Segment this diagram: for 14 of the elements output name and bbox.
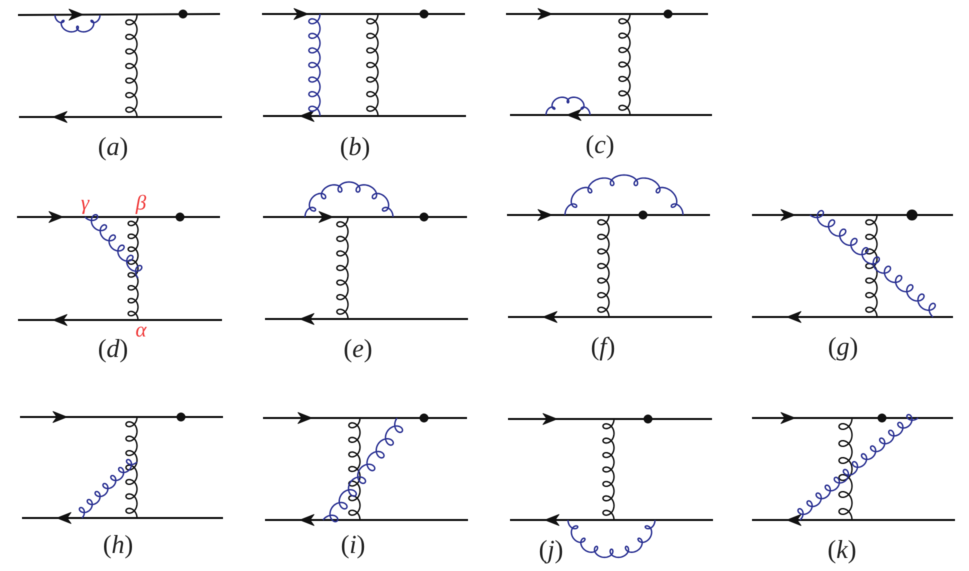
subfigure-label: (b) bbox=[340, 134, 370, 160]
subfigure-label: (d) bbox=[98, 336, 128, 362]
vertex-label: γ bbox=[80, 192, 90, 214]
subfigure-label: (a) bbox=[98, 134, 128, 160]
subfigure-label: (g) bbox=[828, 334, 858, 360]
subfigure-label: (j) bbox=[538, 537, 564, 563]
subfigure-label: (h) bbox=[102, 532, 134, 558]
subfigure-label: (c) bbox=[586, 132, 614, 158]
subfigure-label: (i) bbox=[340, 532, 366, 558]
subfigure-label: (f) bbox=[590, 334, 616, 360]
subfigure-label: (e) bbox=[344, 336, 372, 362]
vertex-label: β bbox=[136, 192, 146, 214]
subfigure-label: (k) bbox=[828, 537, 856, 563]
vertex-label: α bbox=[135, 320, 147, 340]
